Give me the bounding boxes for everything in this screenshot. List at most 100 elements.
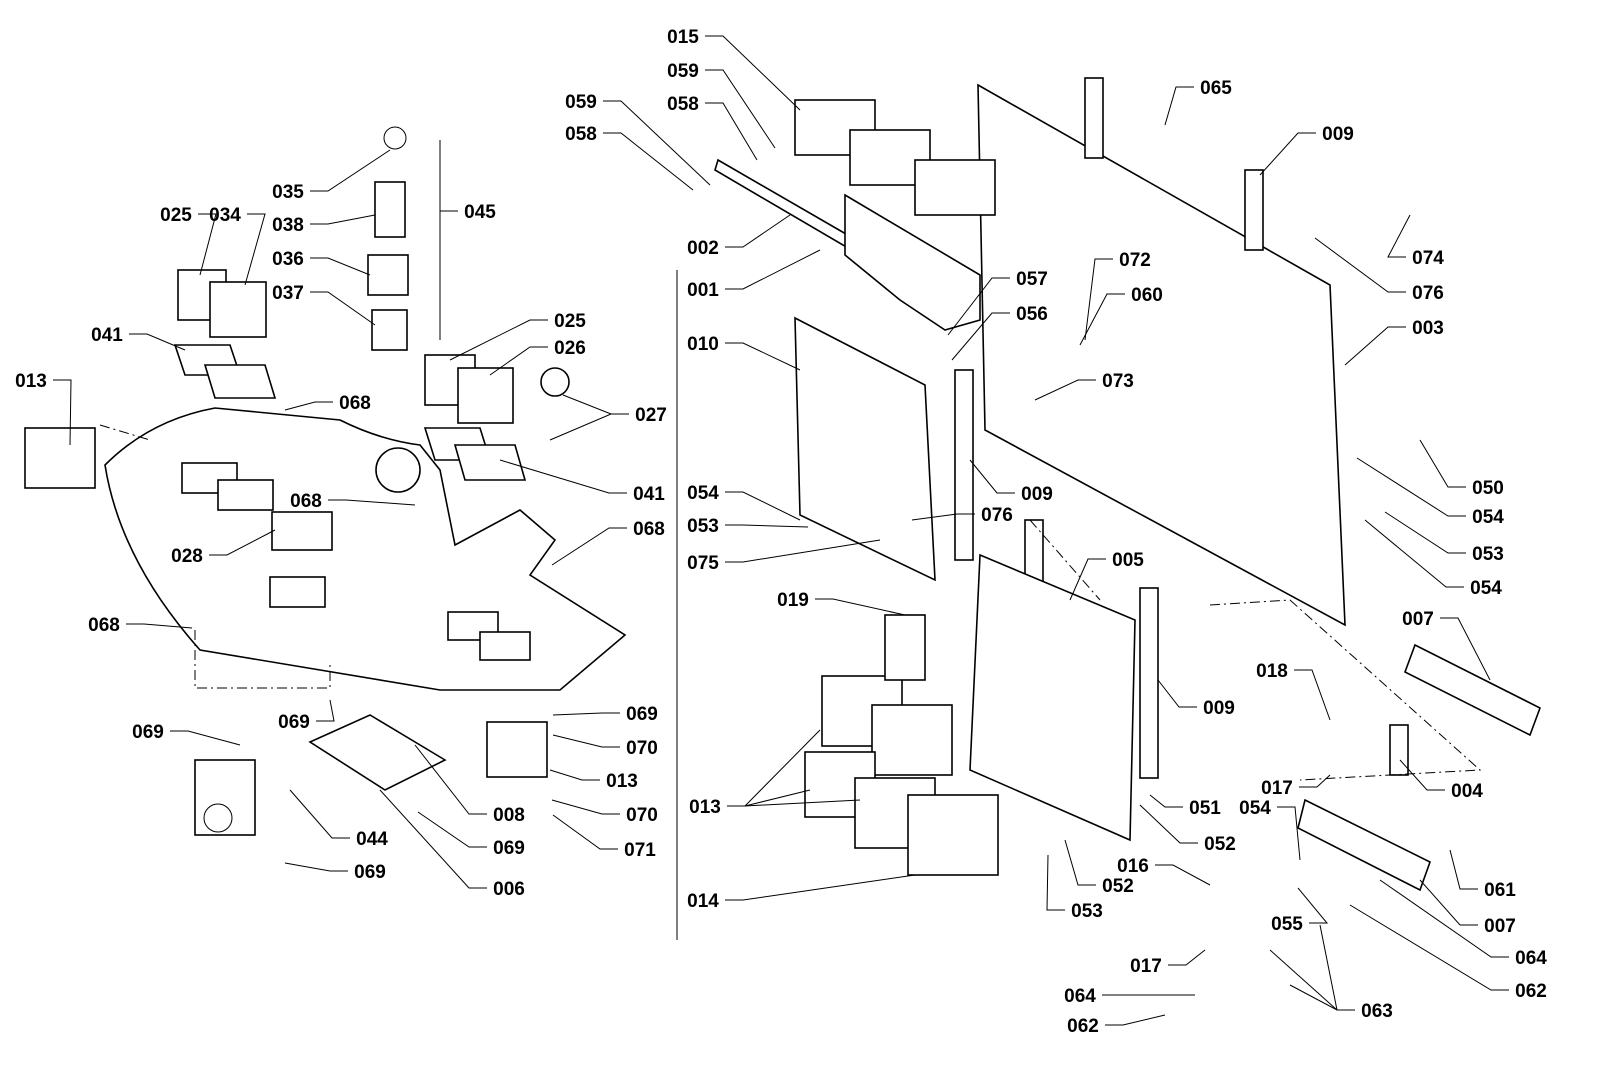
leader-line-053 xyxy=(1046,854,1065,911)
callout-label-008: 008 xyxy=(493,805,525,826)
keyswitch-hole xyxy=(375,447,421,493)
relay-013 xyxy=(24,427,96,489)
callout-label-005: 005 xyxy=(1112,550,1144,571)
leader-line-068 xyxy=(284,401,333,411)
cutout xyxy=(181,462,238,494)
leader-line-028 xyxy=(209,529,276,556)
callout-label-068: 068 xyxy=(633,519,665,540)
callout-label-013: 013 xyxy=(689,797,721,818)
leader-line-065 xyxy=(1164,86,1194,126)
leader-line-013 xyxy=(53,379,72,446)
leader-line-070 xyxy=(552,734,620,748)
circuit-board-005 xyxy=(969,553,1136,842)
leader-line-026 xyxy=(489,346,548,376)
leader-line-038 xyxy=(310,214,376,225)
leader-line-054 xyxy=(1277,806,1301,861)
callout-label-068: 068 xyxy=(339,393,371,414)
leader-line-016 xyxy=(1155,864,1211,886)
callout-label-065: 065 xyxy=(1200,78,1232,99)
leader-line-069 xyxy=(417,811,487,848)
callout-label-017: 017 xyxy=(1261,778,1293,799)
callout-label-052: 052 xyxy=(1102,876,1134,897)
callout-label-019: 019 xyxy=(777,590,809,611)
leader-line-054 xyxy=(725,491,801,521)
callout-label-007: 007 xyxy=(1402,609,1434,630)
leader-line-059 xyxy=(705,69,776,149)
callout-label-053: 053 xyxy=(1071,901,1103,922)
leader-line-059 xyxy=(603,100,711,186)
relay-013 xyxy=(486,721,548,778)
callout-label-007: 007 xyxy=(1484,916,1516,937)
leader-line-053 xyxy=(1384,511,1466,554)
leader-line-019 xyxy=(815,598,906,616)
leader-line-002 xyxy=(725,214,791,248)
contact-037 xyxy=(371,309,408,351)
callout-label-002: 002 xyxy=(687,238,719,259)
callout-label-059: 059 xyxy=(667,61,699,82)
spacer-009 xyxy=(954,369,974,561)
callout-label-073: 073 xyxy=(1102,371,1134,392)
leader-line-025 xyxy=(198,213,217,276)
leader-line-017 xyxy=(1168,949,1206,966)
callout-label-060: 060 xyxy=(1131,285,1163,306)
callout-label-074: 074 xyxy=(1412,248,1444,269)
callout-label-044: 044 xyxy=(356,829,388,850)
callout-label-036: 036 xyxy=(272,249,304,270)
callout-label-070: 070 xyxy=(626,805,658,826)
callout-label-014: 014 xyxy=(687,891,719,912)
leader-lines xyxy=(53,35,1509,1026)
leader-line-068 xyxy=(328,499,416,506)
callout-label-035: 035 xyxy=(272,182,304,203)
spacer-009 xyxy=(1084,77,1104,159)
leader-line-058 xyxy=(705,102,758,161)
cutout xyxy=(479,631,531,661)
callout-label-054: 054 xyxy=(1472,507,1504,528)
strip-002 xyxy=(714,158,867,257)
potentiometer-044 xyxy=(194,759,256,836)
callout-label-057: 057 xyxy=(1016,269,1048,290)
leader-line-070 xyxy=(551,799,620,815)
callout-label-050: 050 xyxy=(1472,478,1504,499)
callout-label-059: 059 xyxy=(565,92,597,113)
callout-label-053: 053 xyxy=(1472,544,1504,565)
callout-label-068: 068 xyxy=(88,615,120,636)
switch-034 xyxy=(209,281,267,338)
callout-label-064: 064 xyxy=(1064,986,1096,1007)
leader-line-069 xyxy=(552,712,620,716)
callout-label-076: 076 xyxy=(1412,283,1444,304)
callout-label-069: 069 xyxy=(626,704,658,725)
leader-line-068 xyxy=(551,527,627,566)
leader-line-061 xyxy=(1449,849,1478,890)
callout-label-001: 001 xyxy=(687,280,719,301)
callout-label-051: 051 xyxy=(1189,798,1221,819)
callout-label-064: 064 xyxy=(1515,948,1547,969)
callout-label-069: 069 xyxy=(132,722,164,743)
board-008 xyxy=(308,714,447,791)
leader-line-069 xyxy=(284,862,348,872)
leader-line-041 xyxy=(129,333,186,351)
callout-label-038: 038 xyxy=(272,215,304,236)
back-plate-003 xyxy=(977,83,1346,627)
leader-line-013 xyxy=(549,769,600,781)
callout-label-016: 016 xyxy=(1117,856,1149,877)
switch-026 xyxy=(457,367,514,424)
leader-line-074 xyxy=(1387,214,1411,258)
callout-label-058: 058 xyxy=(667,94,699,115)
leader-line-063 xyxy=(1319,924,1355,1011)
leader-line-073 xyxy=(1034,379,1096,401)
callout-label-026: 026 xyxy=(554,338,586,359)
leader-line-057 xyxy=(947,277,1010,336)
lamp-027 xyxy=(540,367,570,397)
leader-line-008 xyxy=(414,744,487,815)
callout-label-062: 062 xyxy=(1515,981,1547,1002)
leader-line-075 xyxy=(725,539,881,563)
callout-label-004: 004 xyxy=(1451,781,1483,802)
terminal-block-007 xyxy=(1404,643,1541,737)
leader-line-058 xyxy=(603,132,694,191)
callout-label-055: 055 xyxy=(1271,914,1303,935)
leader-line-069 xyxy=(170,730,241,746)
indicator-028 xyxy=(271,511,333,551)
leader-line-063 xyxy=(1269,949,1355,1011)
